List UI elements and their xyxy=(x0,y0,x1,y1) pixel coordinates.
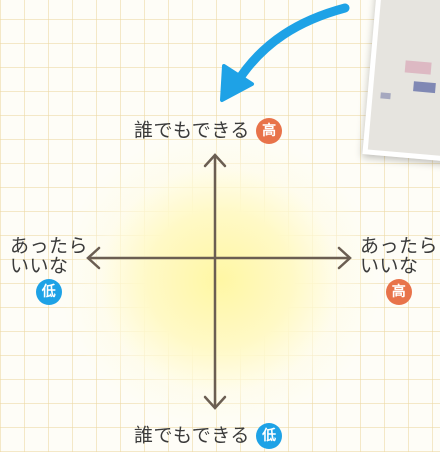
horizontal-axis-left-arrowhead xyxy=(86,246,101,270)
right-axis-line2: いいな xyxy=(360,255,419,277)
top-axis-text: 誰でもできる xyxy=(134,119,250,142)
right-axis-label: あったら いいな 高 xyxy=(360,236,438,305)
high-badge: 高 xyxy=(386,279,412,305)
low-badge: 低 xyxy=(256,423,283,449)
left-axis-line1: あったら xyxy=(10,235,89,257)
left-axis-line2: いいな xyxy=(10,255,69,277)
bottom-axis-text: 誰でもできる xyxy=(134,424,250,447)
horizontal-axis-right-arrowhead xyxy=(337,246,352,270)
top-axis-label: 誰でもできる 高 xyxy=(134,118,283,144)
vertical-axis-bottom-arrowhead xyxy=(203,395,227,410)
high-badge: 高 xyxy=(256,118,283,144)
left-axis-label: あったら いいな 低 xyxy=(10,236,88,305)
pointer-arrow-icon xyxy=(231,3,350,89)
pointer-arrow-head xyxy=(220,64,254,102)
low-badge: 低 xyxy=(36,279,62,305)
bottom-axis-label: 誰でもできる 低 xyxy=(134,423,283,449)
vertical-axis-top-arrowhead xyxy=(203,153,227,168)
center-glow xyxy=(60,130,380,430)
right-axis-line1: あったら xyxy=(360,235,439,257)
